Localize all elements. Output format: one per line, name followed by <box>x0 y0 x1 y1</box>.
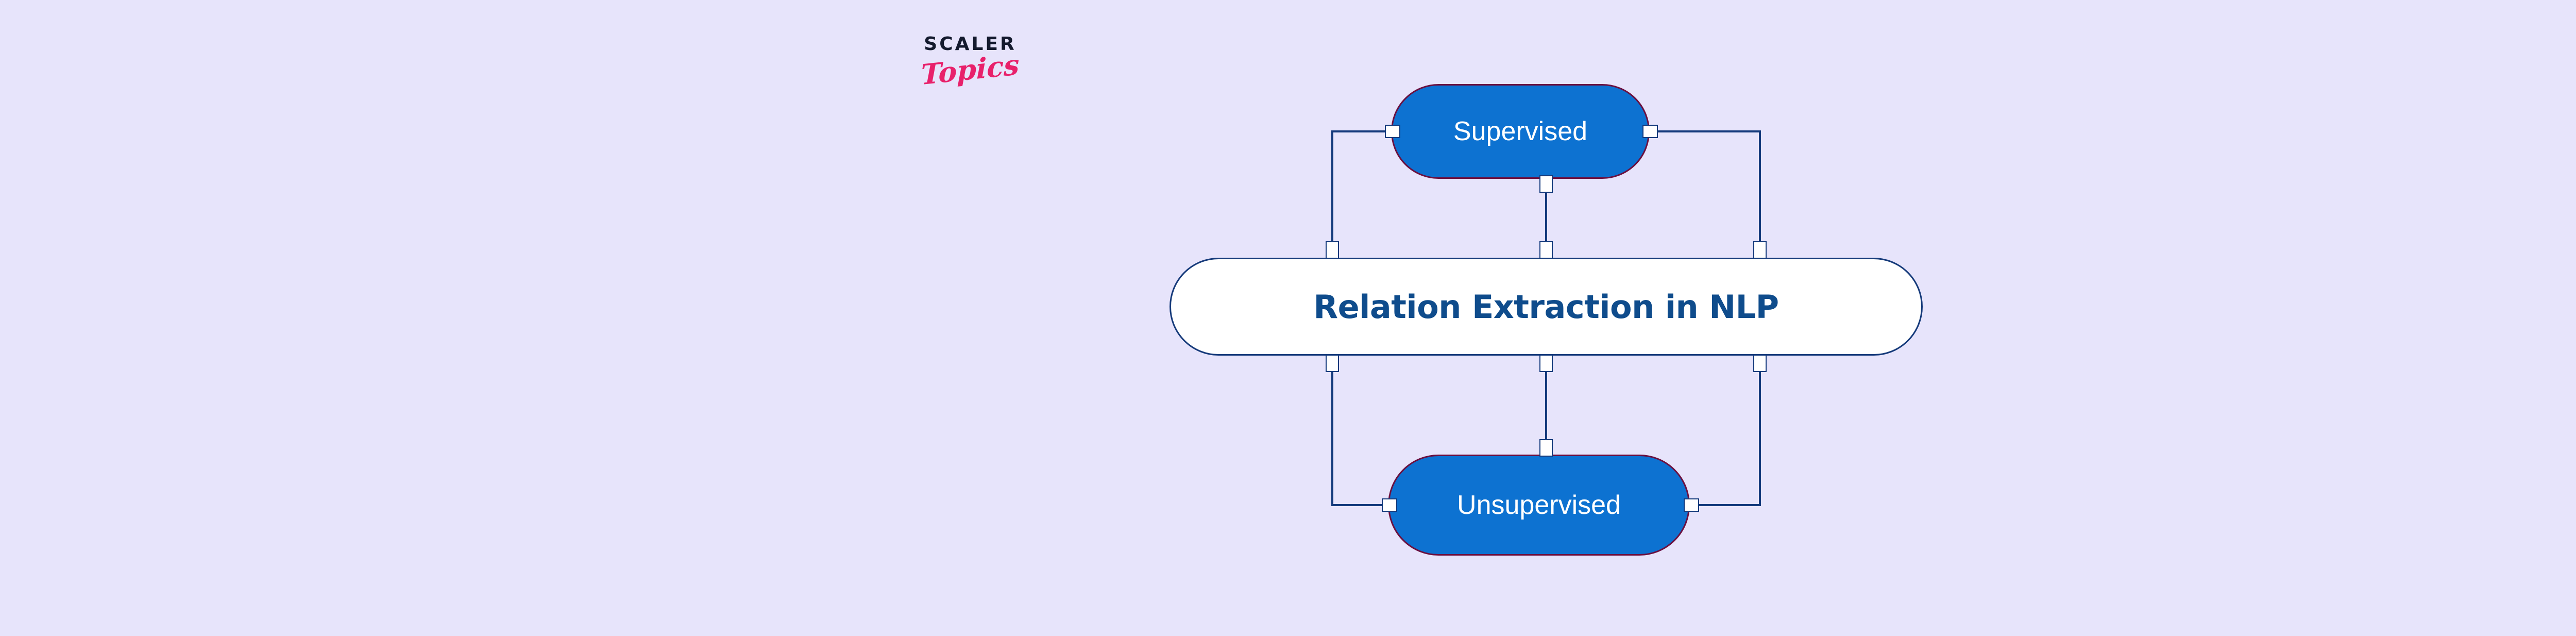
scaler-topics-logo: SCALER Topics <box>885 35 1055 123</box>
wire-supervised-left <box>1331 130 1391 258</box>
branch-node-supervised-label: Supervised <box>1453 116 1588 146</box>
logo-scaler-wordmark: SCALER <box>924 34 1016 55</box>
center-node-label: Relation Extraction in NLP <box>1313 288 1779 326</box>
port-supervised-bottom <box>1539 175 1553 193</box>
port-unsupervised-top <box>1539 439 1553 457</box>
port-supervised-left <box>1385 125 1400 138</box>
port-center-top-center <box>1539 241 1553 259</box>
branch-node-unsupervised[interactable]: Unsupervised <box>1388 455 1690 556</box>
port-unsupervised-right <box>1684 498 1699 512</box>
branch-node-unsupervised-label: Unsupervised <box>1457 490 1621 520</box>
port-unsupervised-left <box>1382 498 1397 512</box>
wire-supervised-right <box>1650 130 1761 258</box>
port-center-bottom-left <box>1326 355 1339 372</box>
wire-unsupervised-right <box>1690 356 1761 506</box>
port-center-bottom-center <box>1539 355 1553 372</box>
port-supervised-right <box>1642 125 1658 138</box>
wire-unsupervised-left <box>1331 356 1388 506</box>
port-center-top-left <box>1326 241 1339 259</box>
port-center-top-right <box>1753 241 1767 259</box>
port-center-bottom-right <box>1753 355 1767 372</box>
branch-node-supervised[interactable]: Supervised <box>1391 84 1650 179</box>
center-node-relation-extraction[interactable]: Relation Extraction in NLP <box>1170 258 1923 356</box>
